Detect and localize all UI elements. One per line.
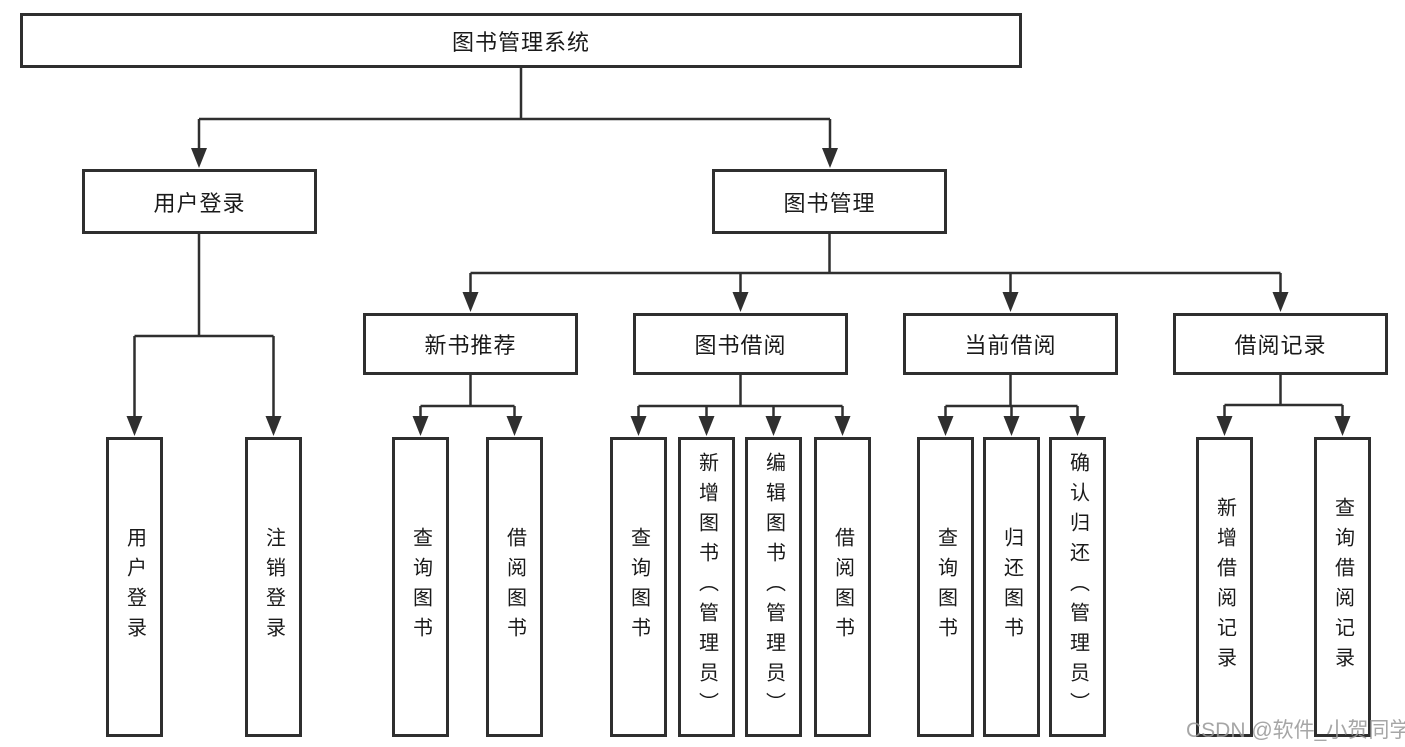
leaf-label: 查询图书 (627, 527, 650, 647)
connector-borrow-records-group (1223, 375, 1344, 420)
arrowheads-current-borrow-group (937, 416, 1086, 436)
leaf-label: 归还图书 (1000, 527, 1023, 647)
leaf-user-login: 用户登录 (106, 437, 163, 737)
leaf-label: 查询图书 (934, 527, 957, 647)
node-label: 当前借阅 (964, 333, 1057, 358)
leaf-query-borrow-record: 查询借阅记录 (1314, 437, 1371, 737)
arrowheads-book-borrow-group (630, 416, 851, 436)
connector-book-borrow-group (637, 375, 844, 420)
leaf-label: 注销登录 (262, 527, 285, 647)
arrowheads-level3 (462, 292, 1289, 312)
leaf-confirm-return-admin: 确认归还（管理员） (1049, 437, 1106, 737)
node-borrow-records: 借阅记录 (1173, 313, 1388, 375)
arrowheads-borrow-records-group (1216, 416, 1351, 436)
leaf-label: 确认归还（管理员） (1066, 452, 1089, 722)
leaf-label: 编辑图书（管理员） (762, 452, 785, 722)
csdn-watermark: CSDN @软件_小贺同学 (1186, 719, 1405, 742)
node-new-book-recommend: 新书推荐 (363, 313, 578, 375)
leaf-query-books-current: 查询图书 (917, 437, 974, 737)
node-label: 新书推荐 (424, 333, 517, 358)
connector-book-management-to-level3 (469, 234, 1282, 296)
arrowheads-new-book-group (412, 416, 523, 436)
leaf-add-book-admin: 新增图书（管理员） (678, 437, 735, 737)
leaf-label: 借阅图书 (503, 527, 526, 647)
connector-current-borrow-group (944, 375, 1079, 420)
leaf-query-books-borrow: 查询图书 (610, 437, 667, 737)
node-current-borrow: 当前借阅 (903, 313, 1118, 375)
connector-user-login-group (133, 234, 275, 420)
arrowheads-user-login-group (126, 416, 282, 436)
leaf-label: 借阅图书 (831, 527, 854, 647)
connector-root-to-level2 (197, 68, 832, 152)
node-label: 用户登录 (153, 190, 246, 216)
leaf-return-book: 归还图书 (983, 437, 1040, 737)
node-user-login: 用户登录 (82, 169, 317, 234)
leaf-borrow-books-recommend: 借阅图书 (486, 437, 543, 737)
leaf-borrow-books-borrow: 借阅图书 (814, 437, 871, 737)
connector-new-book-group (419, 375, 516, 420)
leaf-label: 用户登录 (123, 527, 146, 647)
leaf-logout: 注销登录 (245, 437, 302, 737)
node-label: 图书借阅 (694, 333, 787, 358)
arrowheads-level2 (191, 148, 838, 168)
leaf-query-books-recommend: 查询图书 (392, 437, 449, 737)
node-label: 借阅记录 (1234, 333, 1327, 358)
node-label: 图书管理系统 (451, 29, 590, 55)
node-label: 图书管理 (783, 190, 876, 216)
leaf-label: 查询借阅记录 (1331, 497, 1354, 677)
leaf-add-borrow-record: 新增借阅记录 (1196, 437, 1253, 737)
node-root-library-system: 图书管理系统 (20, 13, 1022, 68)
leaf-label: 新增图书（管理员） (695, 452, 718, 722)
leaf-label: 查询图书 (409, 527, 432, 647)
node-book-management: 图书管理 (712, 169, 947, 234)
node-book-borrow: 图书借阅 (633, 313, 848, 375)
leaf-label: 新增借阅记录 (1213, 497, 1236, 677)
leaf-edit-book-admin: 编辑图书（管理员） (745, 437, 802, 737)
